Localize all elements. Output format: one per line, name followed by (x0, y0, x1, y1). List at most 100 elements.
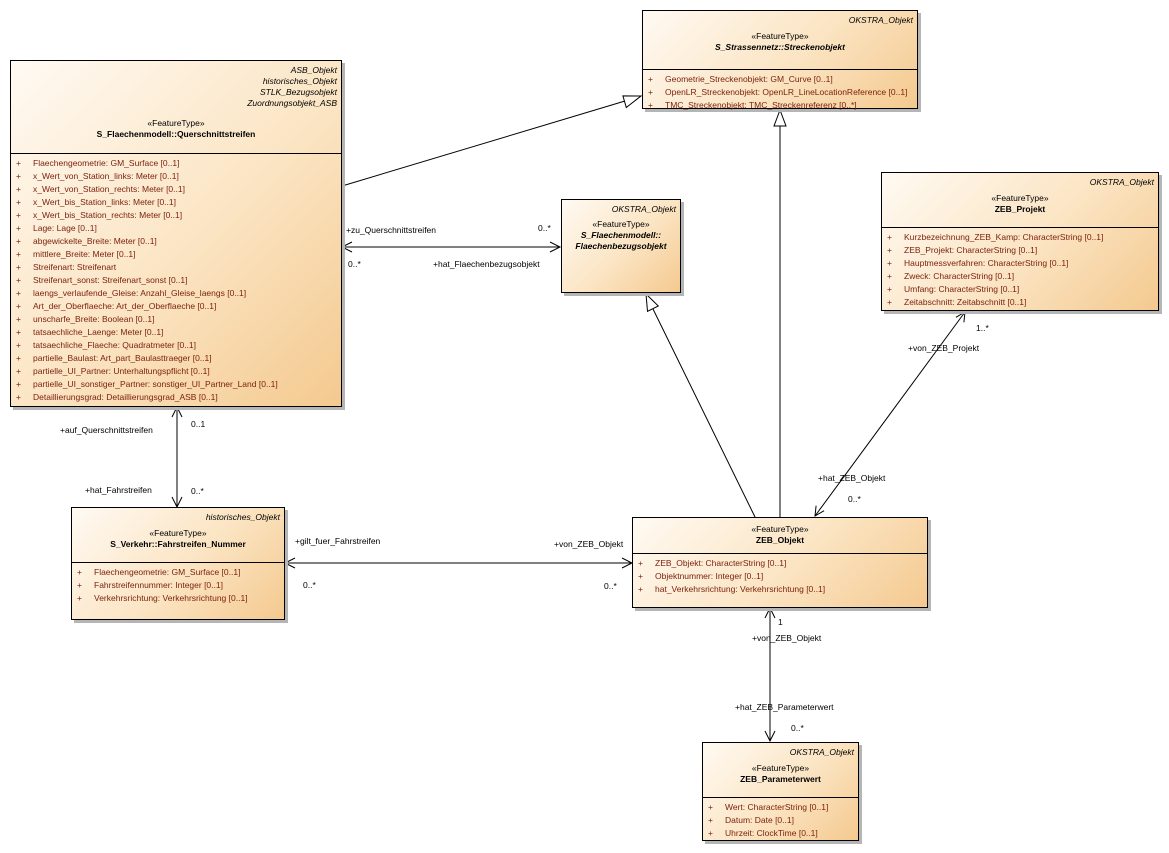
attribute-row: +mittlere_Breite: Meter [0..1] (11, 248, 341, 261)
generalization-arrowhead (645, 292, 660, 313)
attribute-row: +tatsaechliche_Flaeche: Quadratmeter [0.… (11, 339, 341, 352)
visibility-marker: + (16, 379, 21, 389)
stereotype-label: «FeatureType» (149, 528, 207, 538)
attribute-list: +Wert: CharacterString [0..1]+Datum: Dat… (703, 797, 858, 842)
visibility-marker: + (887, 258, 892, 268)
role-label: +von_ZEB_Objekt (554, 539, 624, 549)
class-zeb-projekt[interactable]: OKSTRA_Objekt «FeatureType» ZEB_Projekt … (881, 172, 1159, 311)
visibility-marker: + (16, 184, 21, 194)
multiplicity-label: 0..* (604, 581, 617, 591)
attribute-text: tatsaechliche_Flaeche: Quadratmeter [0..… (33, 340, 197, 350)
visibility-marker: + (16, 301, 21, 311)
attribute-row: +OpenLR_Streckenobjekt: OpenLR_LineLocat… (643, 86, 917, 99)
attribute-text: Zeitabschnitt: Zeitabschnitt [0..1] (904, 297, 1027, 307)
attribute-row: +Kurzbezeichnung_ZEB_Kamp: CharacterStri… (882, 231, 1158, 244)
attribute-text: Art_der_Oberflaeche: Art_der_Oberflaeche… (33, 301, 217, 311)
attribute-row: + partielle_Baulast: Art_part_Baulasttrae… (11, 352, 341, 365)
attribute-text: Flaechengeometrie: GM_Surface [0..1] (33, 158, 180, 168)
visibility-marker: + (16, 327, 21, 337)
multiplicity-label: 0..* (538, 223, 551, 233)
attribute-text: Streifenart: Streifenart (33, 262, 117, 272)
multiplicity-label: 0..* (303, 580, 316, 590)
attribute-row: + Objektnummer: Integer [0..1] (633, 570, 927, 583)
attribute-text: ZEB_Projekt: CharacterString [0..1] (904, 245, 1038, 255)
role-label: +zu_Querschnittstreifen (346, 225, 437, 235)
attribute-row: + Art_der_Oberflaeche: Art_der_Oberflaech… (11, 300, 341, 313)
visibility-marker: + (16, 197, 21, 207)
multiplicity-label: 0..* (348, 259, 361, 269)
class-name: ZEB_Parameterwert (740, 774, 821, 784)
attribute-text: x_Wert_von_Station_rechts: Meter [0..1] (33, 184, 185, 194)
attribute-row: + Hauptmessverfahren: CharacterString [0.… (882, 257, 1158, 270)
attribute-row: +TMC_Streckenobjekt: TMC_Streckenreferen… (643, 99, 917, 112)
attribute-text: OpenLR_Streckenobjekt: OpenLR_LineLocati… (665, 87, 908, 97)
visibility-marker: + (16, 353, 21, 363)
attribute-text: ZEB_Objekt: CharacterString [0..1] (655, 558, 787, 568)
attribute-text: partielle_Baulast: Art_part_Baulasttraeg… (33, 353, 212, 363)
attribute-text: Umfang: CharacterString [0..1] (904, 284, 1020, 294)
attribute-row: +Fahrstreifennummer: Integer [0..1] (72, 579, 284, 592)
attribute-list: +Flaechengeometrie: GM_Surface [0..1]+x_… (11, 153, 341, 406)
class-zeb-parameterwert[interactable]: OKSTRA_Objekt «FeatureType» ZEB_Paramete… (702, 742, 859, 841)
parent-class-label: historisches_Objekt (262, 76, 337, 86)
attribute-row: +Wert: CharacterString [0..1] (703, 801, 858, 814)
stereotype-label: «FeatureType» (991, 193, 1049, 203)
attribute-row: +partielle_UI_sonstiger_Partner: sonstig… (11, 378, 341, 391)
class-name-continued: Flaechenbezugsobjekt (575, 241, 667, 251)
attribute-text: partielle_UI_Partner: Unterhaltungspflic… (33, 366, 210, 376)
stereotype-label: «FeatureType» (147, 118, 205, 128)
role-label: +hat_ZEB_Parameterwert (735, 702, 834, 712)
attribute-text: Hauptmessverfahren: CharacterString [0..… (904, 258, 1069, 268)
class-name: S_Flaechenmodell:: (580, 230, 662, 240)
class-name: S_Strassennetz::Streckenobjekt (715, 42, 845, 52)
visibility-marker: + (77, 580, 82, 590)
class-name: S_Flaechenmodell::Querschnittstreifen (96, 129, 256, 139)
association-arrowhead (283, 557, 296, 569)
attribute-text: Objektnummer: Integer [0..1] (655, 571, 764, 581)
visibility-marker: + (648, 100, 653, 110)
attribute-row: +x_Wert_bis_Station_rechts: Meter [0..1] (11, 209, 341, 222)
visibility-marker: + (887, 232, 892, 242)
attribute-row: +x_Wert_bis_Station_links: Meter [0..1] (11, 196, 341, 209)
visibility-marker: + (708, 815, 713, 825)
attribute-row: + Flaechengeometrie: GM_Surface [0..1] (11, 157, 341, 170)
generalization-arrowhead (773, 108, 787, 127)
visibility-marker: + (16, 236, 21, 246)
attribute-row: +Zweck: CharacterString [0..1] (882, 270, 1158, 283)
attribute-row: + x_Wert_von_Station_rechts: Meter [0..1] (11, 183, 341, 196)
attribute-text: laengs_verlaufende_Gleise: Anzahl_Gleise… (33, 288, 247, 298)
association-arrowhead (955, 311, 966, 323)
role-label: +von_ZEB_Projekt (908, 343, 980, 353)
parent-class-label: historisches_Objekt (205, 512, 280, 522)
parent-class-label: STLK_Bezugsobjekt (259, 87, 337, 97)
parent-class-label: Zuordnungsobjekt_ASB (247, 98, 337, 108)
class-querschnittstreifen[interactable]: ASB_Objekt historisches_Objekt STLK_Bezu… (10, 60, 342, 407)
class-name: ZEB_Projekt (994, 204, 1046, 214)
visibility-marker: + (648, 74, 653, 84)
multiplicity-label: 0..* (791, 723, 804, 733)
multiplicity-label: 0..1 (191, 419, 206, 429)
visibility-marker: + (708, 828, 713, 838)
role-label: +hat_ZEB_Objekt (818, 473, 886, 483)
attribute-text: mittlere_Breite: Meter [0..1] (33, 249, 136, 259)
class-fahrstreifen-nummer[interactable]: historisches_Objekt «FeatureType» S_Verk… (71, 507, 285, 620)
class-streckenobjekt[interactable]: OKSTRA_Objekt «FeatureType» S_Strassenne… (642, 10, 918, 112)
class-name: ZEB_Objekt (755, 535, 805, 545)
visibility-marker: + (638, 571, 643, 581)
multiplicity-label: 0..* (191, 486, 204, 496)
visibility-marker: + (77, 593, 82, 603)
class-name: S_Verkehr::Fahrstreifen_Nummer (110, 539, 246, 549)
visibility-marker: + (16, 158, 21, 168)
attribute-row: +laengs_verlaufende_Gleise: Anzahl_Gleis… (11, 287, 341, 300)
attribute-text: Lage: Lage [0..1] (33, 223, 97, 233)
multiplicity-label: 0..* (848, 494, 861, 504)
class-flaechenbezugsobjekt[interactable]: OKSTRA_Objekt «FeatureType» S_Flaechenmo… (561, 199, 681, 293)
generalization-line (341, 100, 626, 187)
attribute-text: abgewickelte_Breite: Meter [0..1] (33, 236, 157, 246)
visibility-marker: + (708, 802, 713, 812)
attribute-list: + ZEB_Objekt: CharacterString [0..1] + Obje… (633, 553, 927, 598)
attribute-row: +Flaechengeometrie: GM_Surface [0..1] (72, 566, 284, 579)
visibility-marker: + (16, 210, 21, 220)
class-zeb-objekt[interactable]: «FeatureType» ZEB_Objekt +ZEB_Objekt: Ch… (632, 517, 928, 608)
association-line (814, 311, 966, 517)
